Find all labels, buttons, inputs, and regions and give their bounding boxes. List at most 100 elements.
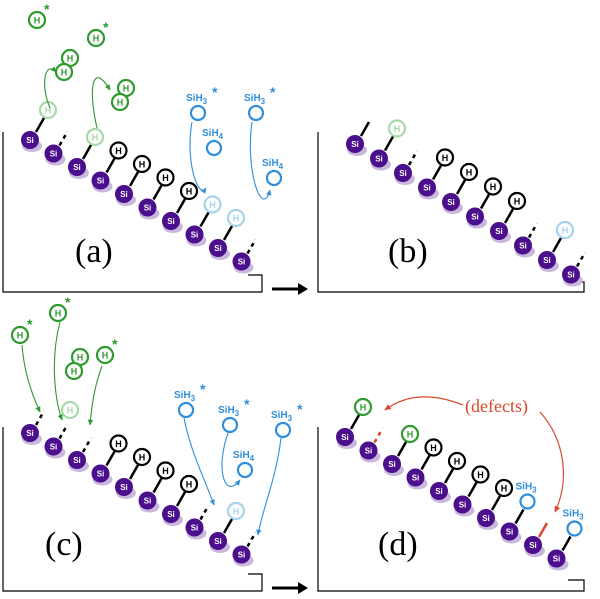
svg-text:H: H — [233, 213, 240, 223]
dangling-bond — [407, 150, 419, 166]
surface-bond — [199, 211, 210, 228]
surface-bond — [175, 491, 187, 507]
si-label: Si — [238, 551, 246, 560]
panel-label-b: (b) — [388, 233, 428, 270]
svg-text:H: H — [139, 452, 146, 462]
svg-text:H: H — [102, 350, 109, 360]
si-label: Si — [435, 487, 443, 496]
svg-text:H: H — [55, 308, 62, 318]
panel-d-si-atom: Si — [406, 468, 428, 490]
panel-d-si-atom: Si — [500, 522, 522, 544]
svg-text:H: H — [562, 225, 569, 235]
surface-bond — [105, 450, 116, 467]
panel-c-silyl-radical: SiH3* — [174, 381, 206, 419]
panel-a-silane-product: SiH4 — [262, 158, 284, 187]
si-label: Si — [351, 140, 359, 149]
svg-text:H: H — [93, 33, 100, 43]
si-label: Si — [375, 155, 383, 164]
svg-text:SiH4: SiH4 — [262, 158, 284, 171]
surface-bond — [551, 237, 563, 253]
svg-text:H: H — [477, 470, 484, 480]
defects-label: (defects) — [465, 396, 528, 417]
panel-c-si-atom: Si — [138, 491, 160, 513]
dangling-bond — [575, 251, 587, 268]
panel-a-surface-hydrogen: H — [109, 141, 128, 160]
svg-text:SiH4: SiH4 — [202, 128, 224, 141]
si-label: Si — [567, 271, 575, 280]
svg-text:H: H — [162, 466, 169, 476]
dangling-bond — [58, 423, 69, 440]
surface-bond — [383, 135, 395, 152]
si-label: Si — [506, 528, 514, 537]
svg-text:H: H — [186, 186, 193, 196]
panel-a-si-atom: Si — [162, 212, 183, 233]
panel-b-surface-hydrogen: H — [435, 148, 455, 167]
panel-b-si-atom: Si — [346, 135, 367, 156]
si-label: Si — [412, 474, 420, 483]
panel-d-si-atom: Si — [477, 509, 498, 530]
surface-bond — [455, 179, 467, 195]
si-label: Si — [341, 433, 349, 442]
panel-d-si-atom: Si — [336, 428, 357, 449]
svg-text:*: * — [297, 401, 303, 417]
surface-bond — [359, 121, 371, 137]
si-label: Si — [553, 555, 561, 564]
si-label: Si — [529, 541, 537, 550]
si-label: Si — [471, 213, 479, 222]
panel-a-si-atom: Si — [21, 131, 42, 152]
panel-d-si-atom: Si — [524, 536, 545, 557]
si-label: Si — [26, 136, 34, 145]
panel-a-h-radical: H* — [27, 1, 50, 30]
panel-a-h2-molecule: H — [110, 92, 130, 112]
panel-a-surface-hydrogen: H — [203, 195, 222, 214]
si-label: Si — [543, 256, 551, 265]
panel-c-si-atom: Si — [162, 505, 183, 526]
surface-bond — [537, 522, 549, 538]
panel-c-h-radical: H* — [95, 336, 118, 365]
panel-d-si-atom: Si — [453, 495, 475, 517]
transition-arrow-a-to-b — [272, 283, 308, 295]
svg-text:*: * — [270, 84, 276, 100]
svg-text:*: * — [44, 1, 50, 17]
panel-c-silyl-radical: SiH3 * — [271, 401, 303, 439]
si-label: Si — [191, 231, 199, 240]
panel-a-si-atom: Si — [44, 144, 66, 166]
panel-b-surface-hydrogen: H — [387, 119, 407, 138]
surface-bond — [349, 414, 361, 430]
si-label: Si — [388, 460, 396, 469]
panel-d-surface-silane: SiH3 — [563, 509, 584, 537]
si-label: Si — [167, 217, 175, 226]
panel-a-surface-hydrogen: H — [85, 127, 105, 147]
svg-text:H: H — [115, 439, 122, 449]
panel-a-frame — [2, 132, 263, 293]
svg-text:H: H — [407, 429, 414, 439]
svg-text:H: H — [77, 352, 84, 362]
svg-text:H: H — [454, 456, 461, 466]
svg-text:H: H — [430, 443, 437, 453]
panel-a-si-atom: Si — [91, 171, 113, 193]
svg-text:*: * — [27, 316, 33, 332]
dangling-bond — [527, 222, 539, 239]
panel-b-si-atom: Si — [418, 178, 439, 200]
surface-bond — [490, 495, 502, 511]
panel-b-si-atom: Si — [442, 193, 463, 214]
svg-text:H: H — [442, 153, 449, 163]
panel-c-surface-hydrogen: H — [179, 474, 199, 494]
si-label: Si — [191, 524, 199, 533]
svg-text:*: * — [112, 336, 118, 352]
panel-label-c: (c) — [45, 526, 83, 563]
dangling-bond — [246, 238, 257, 255]
svg-text:H: H — [209, 200, 216, 210]
panel-c-silyl-radical: SiH3* — [218, 396, 250, 434]
panel-a-h-radical: H* — [86, 19, 109, 48]
panel-b-si-atom: Si — [394, 164, 415, 185]
panel-c-silyl-path — [256, 437, 282, 536]
panel-c-surface-hydrogen: H — [109, 434, 128, 453]
svg-text:SiH3: SiH3 — [271, 410, 293, 423]
dangling-bond — [58, 130, 69, 147]
panel-c-si-atom: Si — [44, 437, 66, 459]
panel-d-frame — [317, 427, 585, 592]
svg-text:H: H — [139, 159, 146, 169]
surface-bond — [81, 144, 93, 160]
panel-c-h-radical: H* — [10, 316, 33, 345]
